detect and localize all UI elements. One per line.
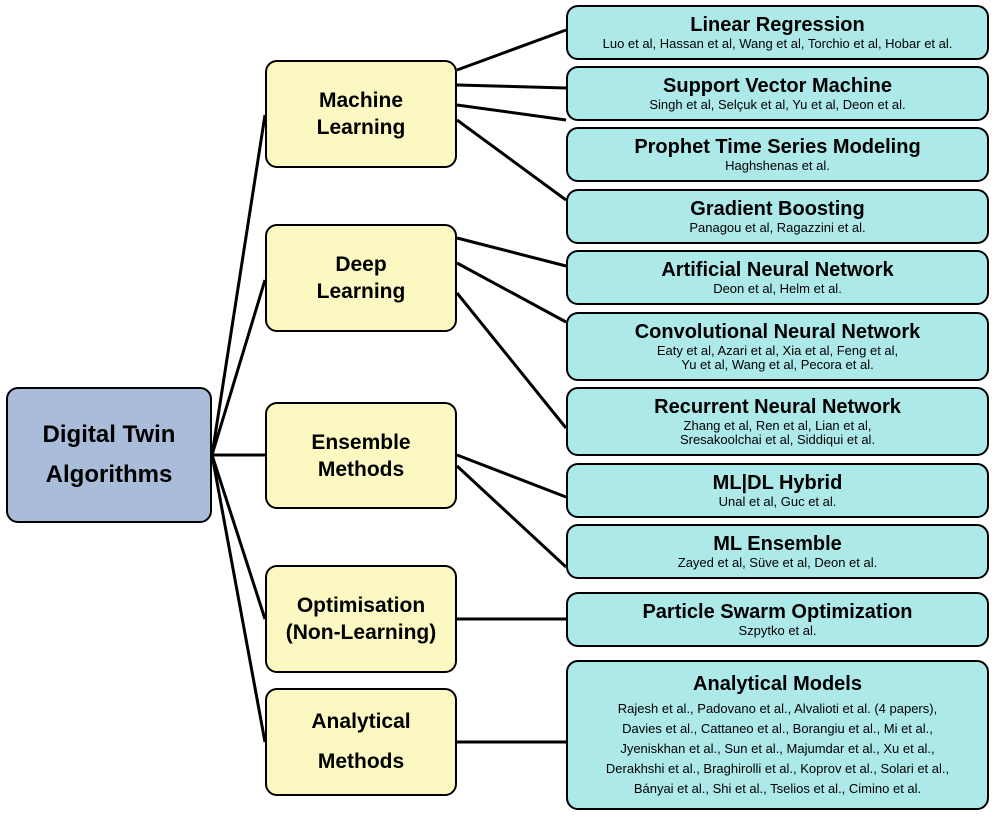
connector-ens-to-hybrid: [456, 453, 567, 499]
leaf-convolutional-neural-network: Convolutional Neural Network Eaty et al,…: [566, 312, 989, 381]
category-ensemble-methods: Ensemble Methods: [265, 402, 457, 509]
category-analytical-methods: Analytical Methods: [265, 688, 457, 796]
leaf-prophet-time-series-modeling: Prophet Time Series Modeling Haghshenas …: [566, 127, 989, 182]
connector-ml-to-gb: [456, 118, 567, 202]
connector-ml-to-svm: [456, 83, 567, 90]
leaf-particle-swarm-optimization: Particle Swarm Optimization Szpytko et a…: [566, 592, 989, 647]
leaf-linear-regression: Linear Regression Luo et al, Hassan et a…: [566, 5, 989, 60]
root-title-line-1: Digital Twin: [42, 421, 176, 448]
category-label-line-1: Analytical: [311, 710, 411, 733]
leaf-title: Gradient Boosting: [690, 198, 865, 220]
leaf-title: Artificial Neural Network: [661, 259, 894, 281]
leaf-citation: Unal et al, Guc et al.: [718, 494, 837, 509]
category-optimisation-non-learning: Optimisation (Non-Learning): [265, 565, 457, 673]
leaf-citation: Haghshenas et al.: [725, 158, 830, 173]
root-node-digital-twin-algorithms: Digital Twin Algorithms: [6, 387, 212, 523]
leaf-citation: Szpytko et al.: [738, 623, 817, 638]
root-title: Digital Twin Algorithms: [43, 415, 176, 495]
leaf-title: Linear Regression: [690, 14, 865, 36]
connector-root-to-ml: [210, 114, 267, 456]
leaf-title: Prophet Time Series Modeling: [634, 136, 921, 158]
leaf-citation-line-4: Derakhshi et al., Braghirolli et al., Ko…: [605, 760, 950, 776]
category-label-line-2: (Non-Learning): [285, 621, 437, 644]
leaf-title: Convolutional Neural Network: [634, 321, 921, 343]
leaf-title: Recurrent Neural Network: [654, 396, 901, 418]
leaf-citation: Panagou et al, Ragazzini et al.: [689, 220, 866, 235]
connector-root-to-ana: [210, 454, 267, 743]
leaf-recurrent-neural-network: Recurrent Neural Network Zhang et al, Re…: [566, 387, 989, 456]
leaf-title: ML|DL Hybrid: [712, 472, 843, 494]
connector-dl-to-cnn: [456, 261, 567, 324]
leaf-title: ML Ensemble: [713, 533, 842, 555]
connector-root-to-opt: [210, 454, 267, 620]
leaf-citation-line-2: Sresakoolchai et al, Siddiqui et al.: [679, 432, 876, 447]
leaf-support-vector-machine: Support Vector Machine Singh et al, Selç…: [566, 66, 989, 121]
category-label-line-1: Machine: [318, 89, 404, 112]
category-label-line-2: Methods: [317, 750, 405, 773]
connector-ml-to-linreg: [456, 28, 567, 72]
category-label-line-2: Methods: [317, 457, 405, 481]
leaf-citation-line-1: Eaty et al, Azari et al, Xia et al, Feng…: [656, 343, 899, 358]
leaf-title: Analytical Models: [693, 672, 862, 695]
connector-ml-to-prophet: [456, 103, 567, 122]
leaf-artificial-neural-network: Artificial Neural Network Deon et al, He…: [566, 250, 989, 305]
connector-dl-to-ann: [456, 236, 567, 268]
leaf-citation: Deon et al, Helm et al.: [713, 281, 842, 296]
leaf-citation-line-1: Rajesh et al., Padovano et al., Alvaliot…: [617, 700, 938, 716]
leaf-citation: Luo et al, Hassan et al, Wang et al, Tor…: [602, 36, 953, 51]
leaf-citation: Singh et al, Selçuk et al, Yu et al, Deo…: [649, 97, 906, 112]
leaf-citation-line-5: Bányai et al., Shi et al., Tselios et al…: [633, 780, 922, 796]
leaf-title: Support Vector Machine: [663, 75, 892, 97]
root-title-line-2: Algorithms: [45, 461, 173, 488]
category-label-line-2: Learning: [316, 116, 406, 139]
category-label-line-1: Optimisation: [296, 594, 426, 617]
connector-ens-to-mlens: [455, 464, 568, 569]
leaf-gradient-boosting: Gradient Boosting Panagou et al, Ragazzi…: [566, 189, 989, 244]
category-label-line-1: Deep: [335, 253, 387, 276]
leaf-citation: Zayed et al, Süve et al, Deon et al.: [677, 555, 878, 570]
leaf-citation-line-1: Zhang et al, Ren et al, Lian et al,: [683, 418, 872, 433]
category-label-line-2: Learning: [316, 280, 406, 303]
leaf-analytical-models: Analytical Models Rajesh et al., Padovan…: [566, 660, 989, 810]
connector-root-to-dl: [210, 279, 267, 456]
category-machine-learning: Machine Learning: [265, 60, 457, 168]
leaf-ml-ensemble: ML Ensemble Zayed et al, Süve et al, Deo…: [566, 524, 989, 579]
connector-dl-to-rnn: [455, 292, 568, 429]
category-label-line-1: Ensemble: [311, 430, 411, 454]
leaf-ml-dl-hybrid: ML|DL Hybrid Unal et al, Guc et al.: [566, 463, 989, 518]
leaf-title: Particle Swarm Optimization: [642, 601, 913, 623]
leaf-citation-line-2: Yu et al, Wang et al, Pecora et al.: [681, 357, 874, 372]
leaf-citation-line-3: Jyeniskhan et al., Sun et al., Majumdar …: [620, 740, 935, 756]
category-deep-learning: Deep Learning: [265, 224, 457, 332]
leaf-citation-line-2: Davies et al., Cattaneo et al., Borangiu…: [622, 720, 933, 736]
